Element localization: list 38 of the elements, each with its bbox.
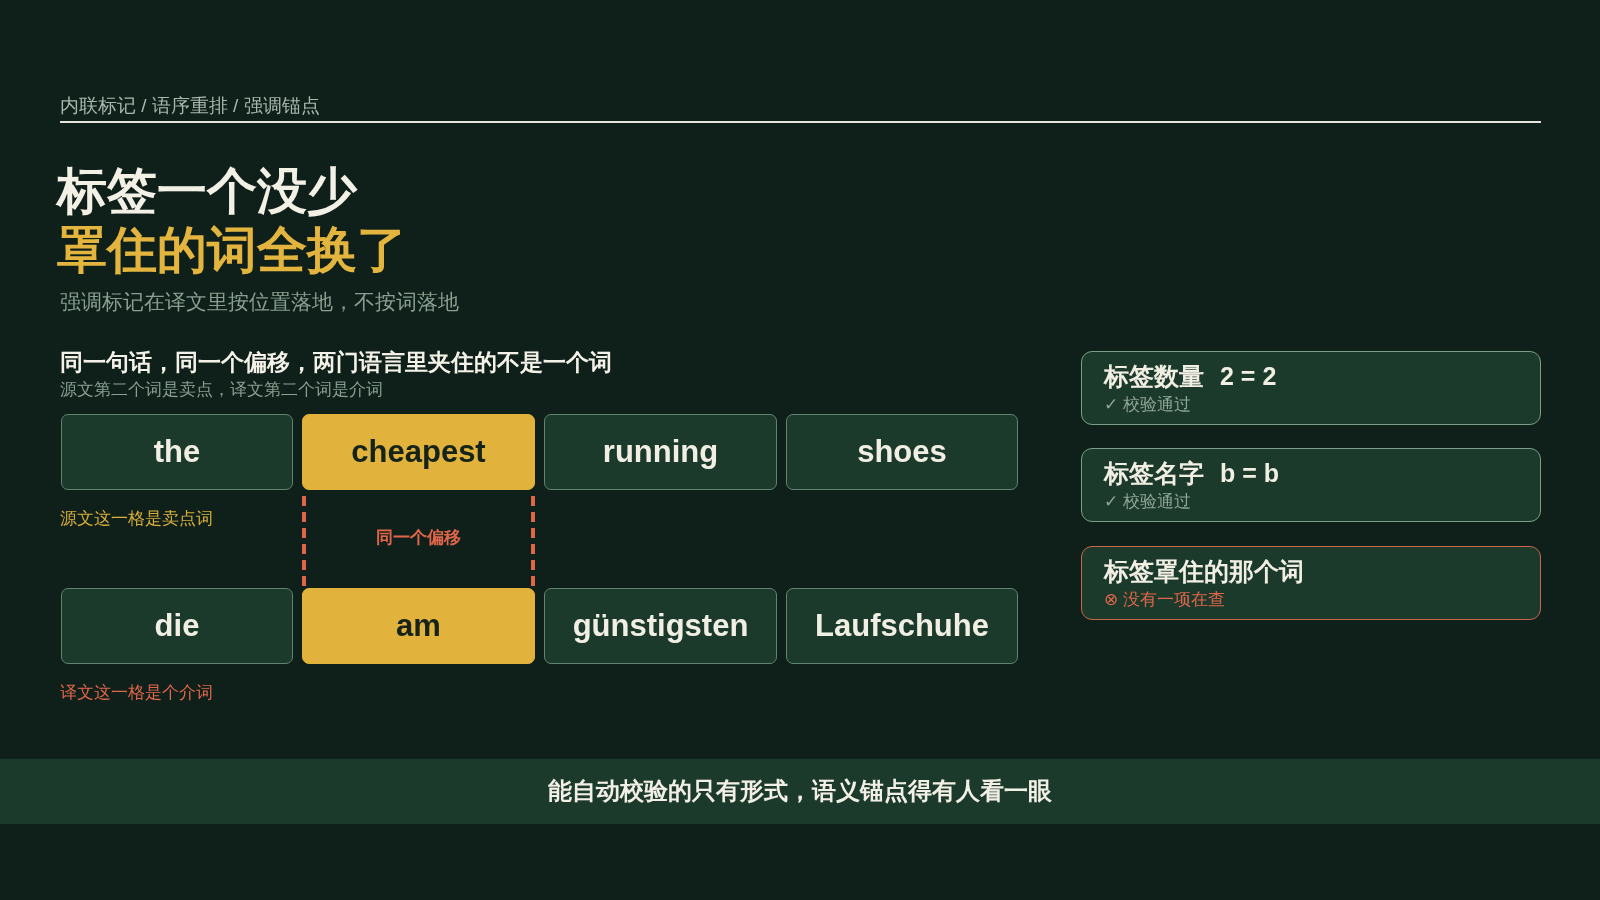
word-tile (786, 588, 1018, 664)
highlight-heading: 罩住的词全换了 (57, 221, 407, 280)
check-status: ⊗ 没有一项在查 (1104, 590, 1225, 611)
word-label: günstigsten (572, 607, 749, 645)
word-tile (61, 414, 293, 490)
check-card (1081, 546, 1541, 620)
row-note: 源文这一格是卖点词 (60, 508, 213, 530)
word-tile (544, 588, 777, 664)
word-label: the (153, 433, 201, 471)
check-value: b = b (1220, 458, 1280, 488)
check-card (1081, 448, 1541, 522)
word-label: Laufschuhe (815, 607, 989, 645)
footer-band (0, 759, 1600, 824)
word-label: cheapest (351, 433, 486, 471)
check-status: ✓ 校验通过 (1104, 395, 1191, 416)
word-tile (544, 414, 777, 490)
highlighted-word-tile (302, 414, 535, 490)
check-value: 2 = 2 (1220, 361, 1277, 391)
word-label: die (154, 607, 200, 645)
word-label: am (396, 607, 441, 645)
offset-label: 同一个偏移 (375, 527, 461, 549)
check-status: ✓ 校验通过 (1104, 492, 1191, 513)
check-title: 标签数量 (1104, 361, 1204, 391)
word-label: shoes (857, 433, 947, 471)
section-note: 源文第二个词是卖点，译文第二个词是介词 (60, 379, 383, 401)
footer-text: 能自动校验的只有形式，语义锚点得有人看一眼 (548, 777, 1052, 806)
section-heading: 同一句话，同一个偏移，两门语言里夹住的不是一个词 (60, 349, 612, 377)
row-note: 译文这一格是个介词 (60, 682, 213, 704)
check-card (1081, 351, 1541, 425)
word-tile (61, 588, 293, 664)
word-label: running (602, 433, 719, 471)
check-title: 标签罩住的那个词 (1104, 556, 1304, 586)
word-tile (786, 414, 1018, 490)
check-title: 标签名字 (1104, 458, 1204, 488)
breadcrumb: 内联标记 / 语序重排 / 强调锚点 (60, 94, 320, 118)
highlighted-word-tile (302, 588, 535, 664)
title: 标签一个没少 (57, 162, 357, 221)
subtitle: 强调标记在译文里按位置落地，不按词落地 (60, 289, 459, 315)
